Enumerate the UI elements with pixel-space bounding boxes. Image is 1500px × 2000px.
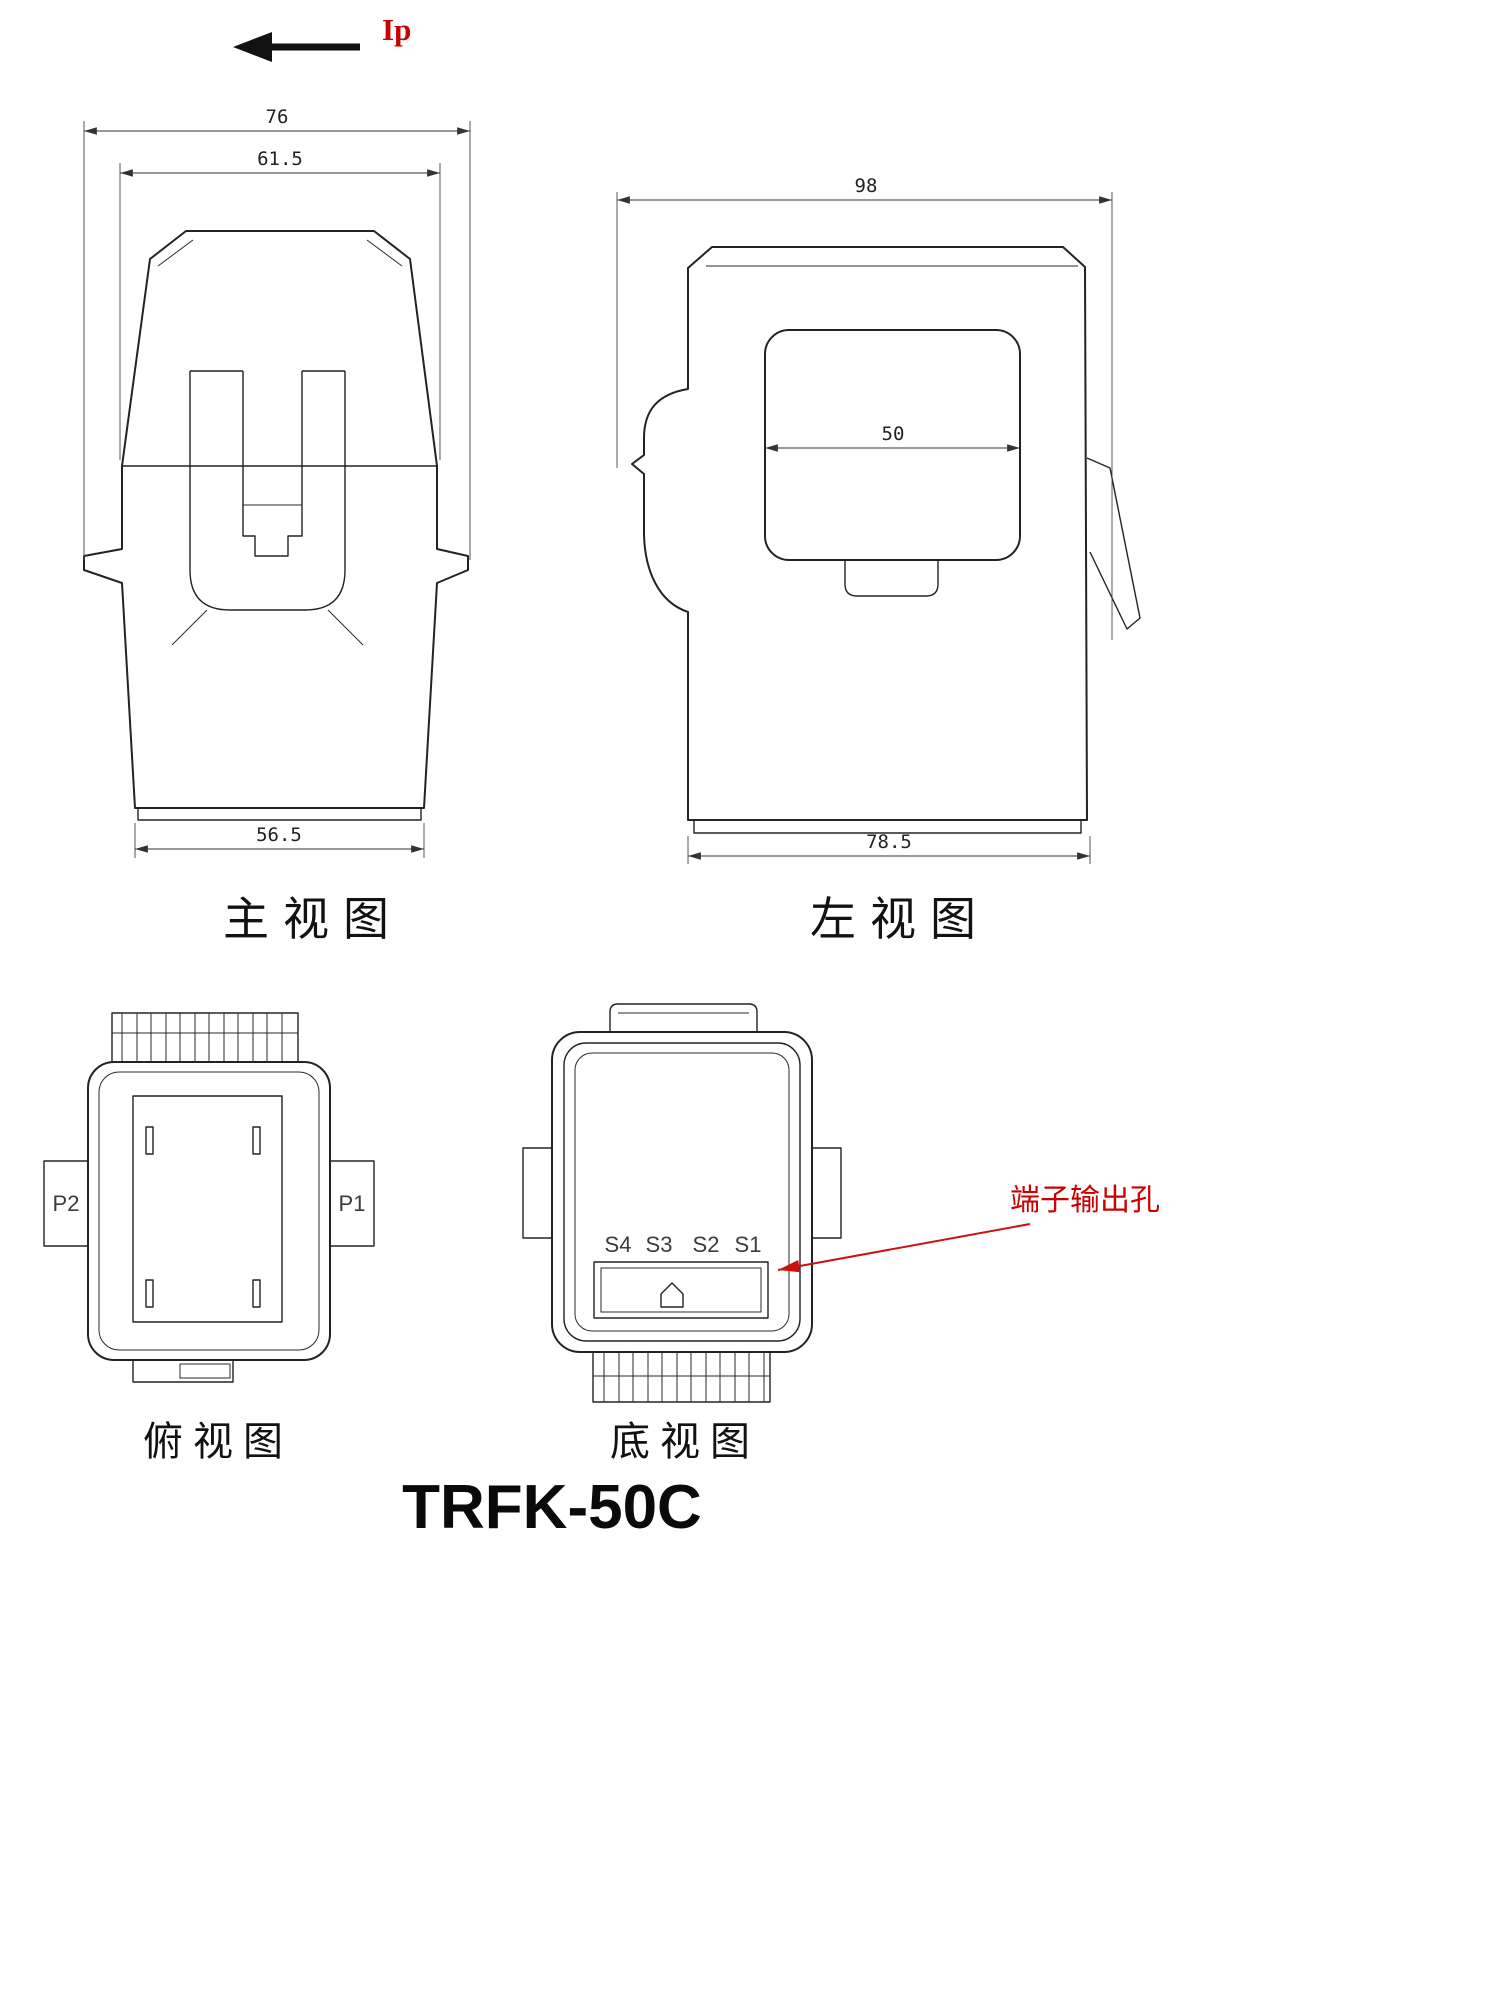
- terminal-s3-label: S3: [646, 1232, 673, 1257]
- current-direction-arrow: Ip: [233, 12, 411, 62]
- dim-text-78-5: 78.5: [866, 831, 912, 853]
- terminal-s2-label: S2: [693, 1232, 720, 1257]
- front-body-outline: [83, 230, 469, 809]
- front-base-strip: [137, 808, 422, 821]
- left-base-strip: [693, 820, 1082, 834]
- front-chamfer-detail: [157, 239, 403, 267]
- left-dim-window: 50: [764, 423, 1021, 452]
- dim-text-98: 98: [855, 175, 878, 197]
- terminal-p1-label: P1: [339, 1191, 366, 1216]
- bottom-view-label: 底视图: [610, 1419, 760, 1464]
- top-body-outline: [87, 1061, 331, 1361]
- callout-arrow: [777, 1223, 1031, 1273]
- dim-text-76: 76: [266, 106, 289, 128]
- current-label: Ip: [382, 12, 411, 47]
- dim-text-61-5: 61.5: [257, 148, 303, 170]
- front-dim-inner-width: 61.5: [119, 148, 441, 460]
- bottom-right-tab: [811, 1147, 842, 1239]
- top-slot-marks: [145, 1126, 261, 1308]
- bottom-top-tab: [609, 1003, 758, 1032]
- top-view: P2 P1 俯视图: [43, 1012, 375, 1464]
- left-dim-bottom-depth: 78.5: [687, 831, 1091, 864]
- bottom-view: S4 S3 S2 S1 底视图: [522, 1003, 842, 1464]
- arrow-head-icon: [233, 32, 272, 62]
- top-bottom-tab-inner: [179, 1363, 231, 1379]
- left-window-opening: [764, 329, 1021, 561]
- bottom-inner-wall-1: [563, 1042, 801, 1342]
- top-left-tab: [43, 1160, 89, 1247]
- top-teeth-pins: [121, 1012, 283, 1063]
- top-core-rect: [132, 1095, 283, 1323]
- terminal-p2-label: P2: [53, 1191, 80, 1216]
- dim-text-50: 50: [882, 423, 905, 445]
- top-body-inner-wall: [98, 1071, 320, 1351]
- left-dim-total-depth: 98: [616, 175, 1113, 640]
- bottom-inner-wall-2: [574, 1052, 790, 1332]
- terminal-hole-callout: 端子输出孔: [777, 1184, 1160, 1273]
- left-view: 98 50 78.5 左视图: [616, 175, 1141, 945]
- bottom-teeth-block: [592, 1351, 771, 1403]
- top-bottom-tab: [132, 1359, 234, 1383]
- front-view: 76 61.5 56.5 主视图: [83, 106, 471, 945]
- bottom-teeth-pins: [603, 1351, 765, 1403]
- bottom-body-outline: [551, 1031, 813, 1353]
- model-title: TRFK-50C: [402, 1473, 702, 1542]
- left-body-outline: [631, 246, 1088, 821]
- front-u-slot-inner: [242, 371, 303, 557]
- top-right-tab: [329, 1160, 375, 1247]
- terminal-s4-label: S4: [605, 1232, 632, 1257]
- dim-text-56-5: 56.5: [256, 824, 302, 846]
- front-u-slot-outer: [189, 371, 346, 611]
- top-view-label: 俯视图: [143, 1419, 293, 1464]
- terminal-s1-label: S1: [735, 1232, 762, 1257]
- front-view-label: 主视图: [223, 894, 403, 945]
- terminal-block: [593, 1261, 769, 1319]
- top-teeth-block: [111, 1012, 299, 1063]
- front-dim-bottom-width: 56.5: [134, 823, 425, 858]
- left-view-label: 左视图: [810, 894, 990, 945]
- left-window-tab: [844, 560, 939, 597]
- front-lower-housing-lines: [171, 609, 364, 646]
- terminal-hole-label: 端子输出孔: [1010, 1184, 1160, 1217]
- terminal-block-inner: [600, 1267, 762, 1313]
- front-dim-total-width: 76: [83, 106, 471, 560]
- bottom-left-tab: [522, 1147, 553, 1239]
- keying-arrow-icon: [660, 1282, 684, 1308]
- left-latch-lever: [1086, 457, 1141, 630]
